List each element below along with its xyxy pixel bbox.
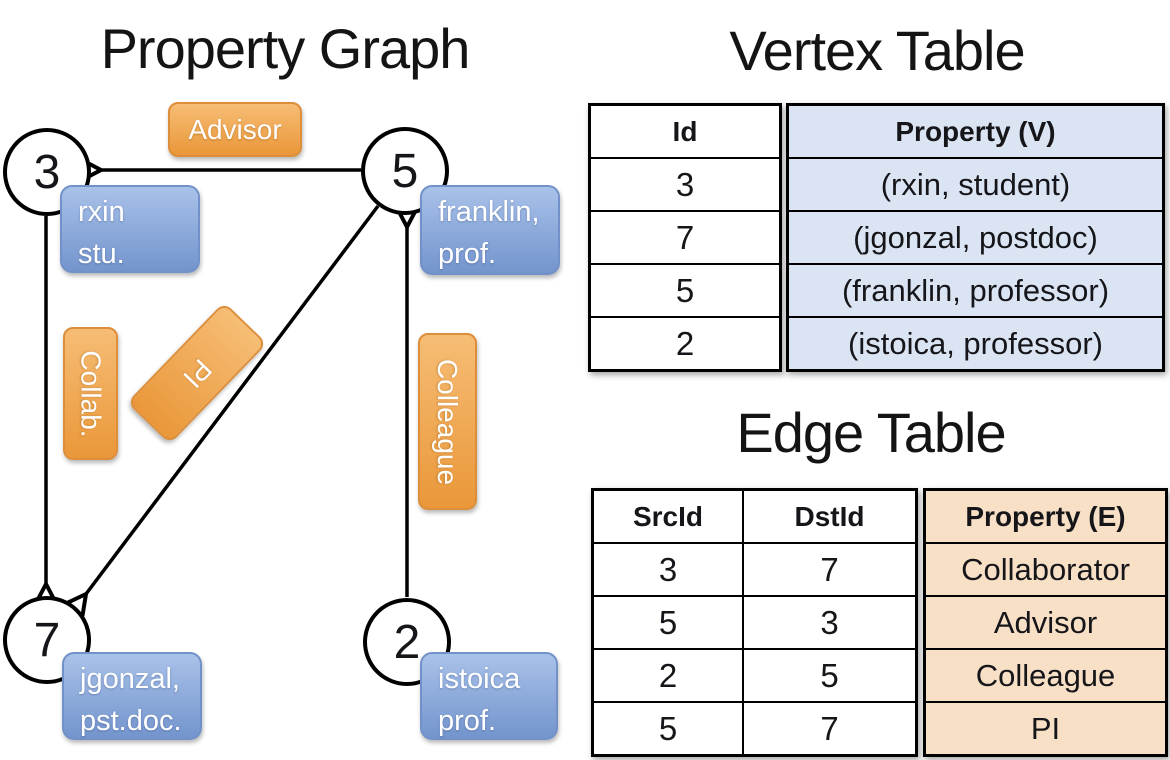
property-graph-title: Property Graph [100,17,471,80]
node-card-franklin-line1: franklin, [438,196,540,228]
edge-table-title: Edge Table [736,401,1006,464]
edge-table-cell-src: 3 [658,550,678,588]
edge-table-row: 5 7 [594,701,915,754]
node-card-rxin: rxin stu. [60,185,200,273]
edge-table-header-property: Property (E) [965,500,1126,532]
node-5-label: 5 [391,144,419,198]
node-card-jgonzal-line1: jgonzal, [80,663,180,695]
edge-label-advisor: Advisor [168,102,302,157]
edge-table-cell-property: Colleague [926,648,1165,701]
vertex-table-cell-id: 7 [591,210,779,263]
node-card-rxin-line1: rxin [78,196,125,228]
vertex-table-cell-property: (rxin, student) [789,157,1162,210]
edge-table-id-columns: SrcId DstId 3 7 5 3 2 5 5 7 [591,488,918,757]
node-card-rxin-line2: stu. [78,238,125,270]
node-card-franklin-line2: prof. [438,238,497,270]
node-card-jgonzal-line2: pst.doc. [80,705,182,737]
edge-table-cell-property: PI [926,701,1165,754]
graph-node-2: 2 [363,598,451,686]
edge-table-row: 3 7 [594,542,915,595]
node-card-franklin: franklin, prof. [420,185,560,275]
vertex-table-cell-property: (franklin, professor) [789,263,1162,316]
edge-table-row: 5 3 [594,595,915,648]
edge-table-cell-src: 2 [658,656,678,694]
node-card-istoica: istoica prof. [420,652,558,740]
edge-label-pi-text: PI [177,353,218,394]
edge-label-advisor-text: Advisor [188,113,282,145]
graph-node-5: 5 [361,127,449,215]
edge-label-colleague-text: Colleague [432,358,464,485]
edge-table-cell-property: Collaborator [926,542,1165,595]
graph-edges-canvas [34,158,419,618]
vertex-table-cell-id: 5 [591,263,779,316]
node-card-jgonzal: jgonzal, pst.doc. [62,652,202,740]
vertex-table-header-id: Id [672,115,698,147]
edge-table-property-column: Property (E) Collaborator Advisor Collea… [923,488,1168,757]
vertex-table-title: Vertex Table [729,19,1025,82]
vertex-table-id-column: Id 3 7 5 2 [588,103,782,372]
edge-table-cell-dst: 5 [742,650,915,701]
edge-table-cell-dst: 3 [742,597,915,648]
vertex-table-header-property: Property (V) [895,115,1056,147]
edge-table-cell-dst: 7 [742,703,915,754]
vertex-table-cell-id: 2 [591,316,779,369]
node-2-label: 2 [393,615,421,669]
node-3-label: 3 [33,145,61,199]
arrow-5-to-7 [64,204,380,618]
node-7-label: 7 [33,613,61,667]
edge-table-cell-src: 5 [658,603,678,641]
edge-table-cell-src: 5 [658,709,678,747]
vertex-table-cell-property: (jgonzal, postdoc) [789,210,1162,263]
edge-table-cell-property: Advisor [926,595,1165,648]
edge-table-header-srcid: SrcId [632,500,704,532]
edge-label-collab: Collab. [63,327,118,460]
edge-table-header-dstid: DstId [742,491,915,542]
vertex-table-cell-id: 3 [591,157,779,210]
edge-table-cell-dst: 7 [742,544,915,595]
edge-label-collab-text: Collab. [75,349,107,438]
node-card-istoica-line2: prof. [438,705,497,737]
edge-table-row: 2 5 [594,648,915,701]
vertex-table-property-column: Property (V) (rxin, student) (jgonzal, p… [786,103,1165,372]
vertex-table-cell-property: (istoica, professor) [789,316,1162,369]
edge-label-colleague: Colleague [418,333,477,510]
edge-table-header-row: SrcId DstId [594,491,915,542]
node-card-istoica-line1: istoica [438,663,521,695]
